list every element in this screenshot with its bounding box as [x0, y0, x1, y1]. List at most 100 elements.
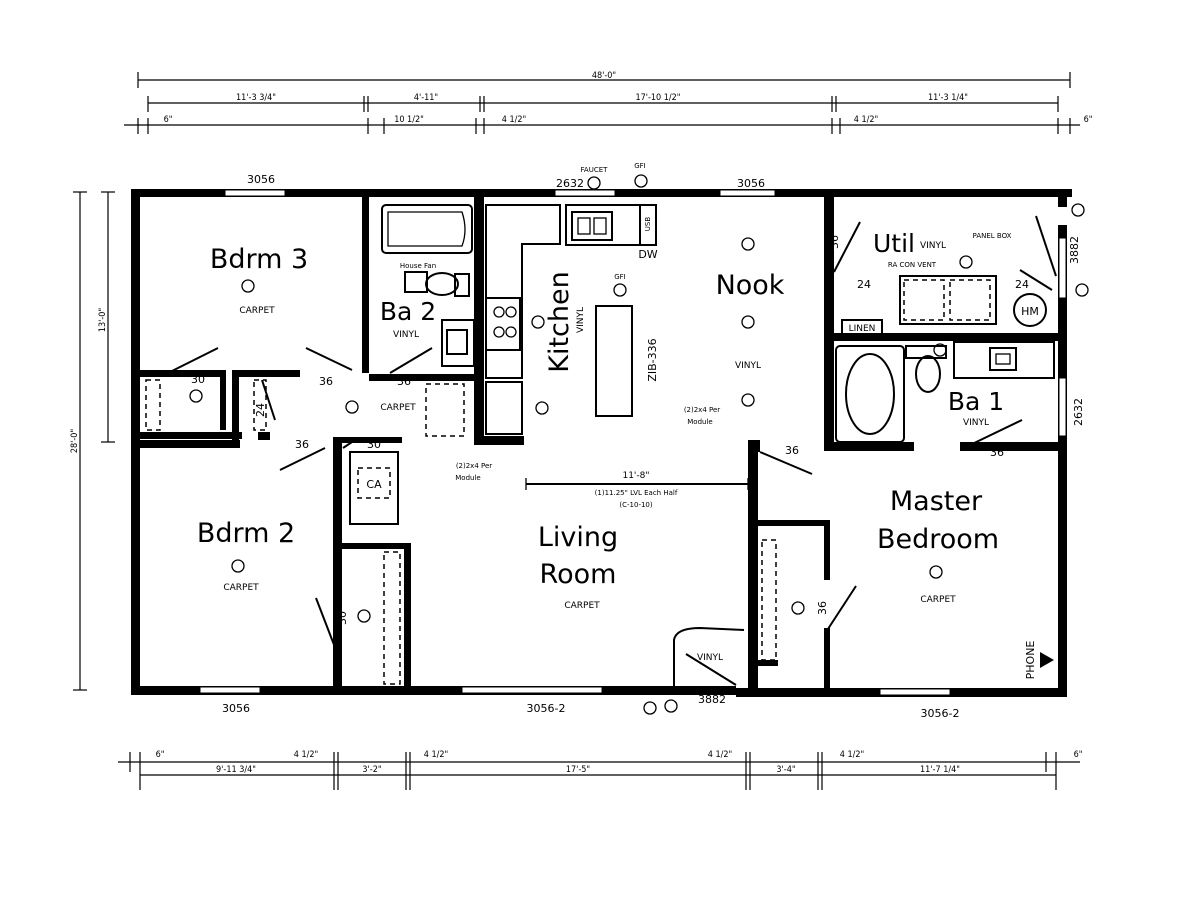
exterior-light-icon	[664, 699, 678, 713]
phone-icon	[1040, 652, 1054, 668]
misc-labels: FAUCET GFI DW GFI PANEL BOX RA CON VENT …	[189, 162, 1089, 715]
living-name-1: Living	[538, 522, 618, 553]
hall-door-a: 36	[319, 375, 333, 388]
house-fan-label: House Fan	[400, 262, 436, 270]
rl-icon	[791, 601, 805, 615]
window-labels: 3056 2632 3056 3882 2632 3056 3056-2 388…	[222, 173, 1085, 720]
ra-con-vent-label: RA CON VENT	[888, 261, 937, 269]
bdrm2-floor: CARPET	[223, 583, 259, 593]
rl-icon	[741, 393, 755, 407]
nook-floor: VINYL	[735, 361, 761, 371]
hall-floor: CARPET	[380, 403, 416, 413]
ba1-door-size: 36	[990, 446, 1004, 459]
top-dimensions: 48'-0" 11'-3 3/4" 4'-11" 17'-10 1/2" 11'…	[124, 71, 1092, 134]
rl-icon	[357, 609, 371, 623]
top-sub-dim-4: 4 1/2"	[854, 115, 878, 125]
beam-code-label: (C-10-10)	[619, 501, 652, 509]
top-sub-dim-2: 10 1/2"	[394, 115, 424, 125]
top-dim-3: 17'-10 1/2"	[635, 93, 680, 103]
top-sub-dim-5: 6"	[1084, 115, 1093, 125]
bottom-dim-6: 17'-5"	[566, 765, 590, 775]
ba1-name: Ba 1	[948, 387, 1004, 416]
beam-span-label: 11'-8"	[622, 471, 649, 481]
rl-icon	[933, 343, 947, 357]
bottom-dim-1: 6"	[156, 750, 165, 760]
ca-door-size: 30	[367, 438, 381, 451]
top-dim-2: 4'-11"	[414, 93, 438, 103]
rl-icon	[241, 279, 255, 293]
exterior-outlet-icon	[643, 701, 657, 715]
module-left-l2: Module	[455, 474, 480, 482]
windows	[199, 189, 1067, 696]
util-width: 24	[857, 278, 871, 291]
living-master-door: 36	[785, 444, 799, 457]
module-right-l2: Module	[687, 418, 712, 426]
exterior-light-icon	[1071, 203, 1085, 217]
bdrm3-closet-size: 30	[191, 373, 205, 386]
bottom-dim-11: 6"	[1074, 750, 1083, 760]
bottom-dim-2: 9'-11 3/4"	[216, 765, 256, 775]
rl-icon	[231, 559, 245, 573]
living-name-2: Room	[540, 559, 617, 590]
rl-icon	[345, 400, 359, 414]
gfi-top-icon	[634, 174, 648, 188]
module-right-l1: (2)2x4 Per	[684, 406, 720, 414]
kitchen-floor: VINYL	[576, 307, 586, 333]
rl-icon	[531, 315, 545, 329]
linen-label: LINEN	[849, 324, 876, 334]
overall-depth-label: 28'-0"	[70, 429, 80, 453]
rl-icon	[741, 315, 755, 329]
faucet-icon	[587, 176, 601, 190]
top-sub-dim-1: 6"	[164, 115, 173, 125]
beam-spec-label: (1)11.25" LVL Each Half	[595, 489, 678, 497]
rl-icon	[741, 237, 755, 251]
room-labels: Bdrm 3 CARPET Ba 2 VINYL Kitchen VINYL N…	[197, 229, 1004, 663]
ba2-name: Ba 2	[380, 297, 436, 326]
door-size-labels: 36 24 24 30 36 36 24 36 30 30 36 36 36	[191, 235, 1029, 625]
top-sub-dim-3: 4 1/2"	[502, 115, 526, 125]
util-name: Util	[873, 229, 915, 258]
window-bottom-master: 3056-2	[921, 707, 960, 720]
faucet-label: FAUCET	[581, 166, 609, 174]
interior-walls	[140, 197, 1058, 695]
master-closet-size: 36	[816, 601, 829, 615]
entry-floor: VINYL	[697, 653, 723, 663]
hm-label: HM	[1021, 305, 1039, 318]
bottom-dim-10: 11'-7 1/4"	[920, 765, 960, 775]
window-bottom-left: 3056	[222, 702, 250, 715]
window-top-left: 3056	[247, 173, 275, 186]
bdrm3-name: Bdrm 3	[210, 244, 308, 275]
hm-width: 24	[1015, 278, 1029, 291]
ba1-floor: VINYL	[963, 418, 989, 428]
bdrm2-closet-size: 30	[336, 611, 349, 625]
linen-width: 24	[254, 403, 267, 417]
panel-box-label: PANEL BOX	[973, 232, 1012, 240]
top-dim-1: 11'-3 3/4"	[236, 93, 276, 103]
hall-door-b: 36	[397, 375, 411, 388]
top-dim-4: 11'-3 1/4"	[928, 93, 968, 103]
exterior-outlet-icon	[1075, 283, 1089, 297]
gfi-island-icon	[613, 283, 627, 297]
master-floor: CARPET	[920, 595, 956, 605]
bottom-dimensions: 6" 9'-11 3/4" 4 1/2" 3'-2" 4 1/2" 17'-5"…	[118, 750, 1082, 790]
rl-icon	[189, 389, 203, 403]
dw-label: DW	[638, 248, 657, 261]
nook-name: Nook	[716, 270, 785, 301]
bottom-dim-4: 3'-2"	[362, 765, 381, 775]
island-label: ZIB-336	[646, 338, 659, 381]
living-floor: CARPET	[564, 601, 600, 611]
master-name-2: Bedroom	[877, 524, 999, 555]
util-floor: VINYL	[920, 241, 946, 251]
window-top-sink: 2632	[556, 177, 584, 190]
module-left-l1: (2)2x4 Per	[456, 462, 492, 470]
bdrm3-floor: CARPET	[239, 306, 275, 316]
window-right-upper: 3882	[1068, 236, 1081, 264]
rl-icon	[929, 565, 943, 579]
window-bottom-door: 3882	[698, 693, 726, 706]
rl-icon	[535, 401, 549, 415]
master-name-1: Master	[890, 486, 983, 517]
phone-label: PHONE	[1024, 641, 1037, 680]
bdrm2-door-size: 36	[295, 438, 309, 451]
bottom-dim-9: 4 1/2"	[840, 750, 864, 760]
left-depth-label: 13'-0"	[98, 308, 108, 332]
